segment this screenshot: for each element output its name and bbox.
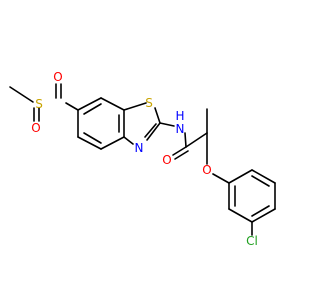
bond-layer (9, 83, 276, 236)
bond-benz-4 (100, 136, 125, 150)
atom-sulfonyl-o-bottom: O (31, 121, 40, 135)
bond-ph-1 (228, 169, 253, 184)
bond-methyl-s (9, 86, 34, 103)
bond-c2-nh (159, 122, 175, 127)
atom-sulfonyl-o-top: O (53, 70, 62, 84)
bond-benz-1 (77, 97, 102, 111)
bond-co-ca (185, 132, 208, 148)
structure-diagram: S O O S N H N O O Cl (9, 70, 276, 248)
bond-benz-inner-1 (83, 103, 102, 115)
atom-amide-n: N (176, 122, 185, 136)
atom-chloro: Cl (246, 234, 258, 248)
bond-s-ring (65, 102, 79, 111)
bond-ph-2 (251, 169, 276, 184)
bond-thz-3 (146, 122, 161, 141)
bond-ph-inner-2 (251, 205, 270, 217)
atom-ether-o: O (202, 163, 211, 177)
bond-co-b (174, 150, 189, 160)
bond-thz-2 (154, 107, 161, 124)
bond-ph-5 (228, 208, 253, 223)
bond-nh-co (184, 132, 187, 148)
bond-benz-2 (100, 97, 125, 111)
bond-ph-4 (251, 208, 276, 223)
atom-thiazole-s: S (145, 96, 153, 110)
atom-carbonyl-o: O (162, 153, 171, 167)
bond-co-a (172, 146, 187, 156)
bond-benz-5 (77, 136, 102, 150)
bond-o-ph (212, 173, 230, 184)
atom-label-layer: S O O S N H N O O Cl (31, 70, 258, 248)
bond-thz-1 (123, 102, 147, 111)
bond-thz-4 (123, 136, 134, 145)
bond-ph-inner-1 (251, 175, 270, 187)
atom-amide-h: H (175, 109, 184, 123)
atom-methyl-s: S (35, 97, 43, 111)
atom-thiazole-n: N (135, 141, 144, 155)
bond-benz-inner-3 (83, 132, 102, 144)
molecule-canvas: S O O S N H N O O Cl (9, 70, 276, 248)
bond-thz-3b (144, 123, 157, 138)
